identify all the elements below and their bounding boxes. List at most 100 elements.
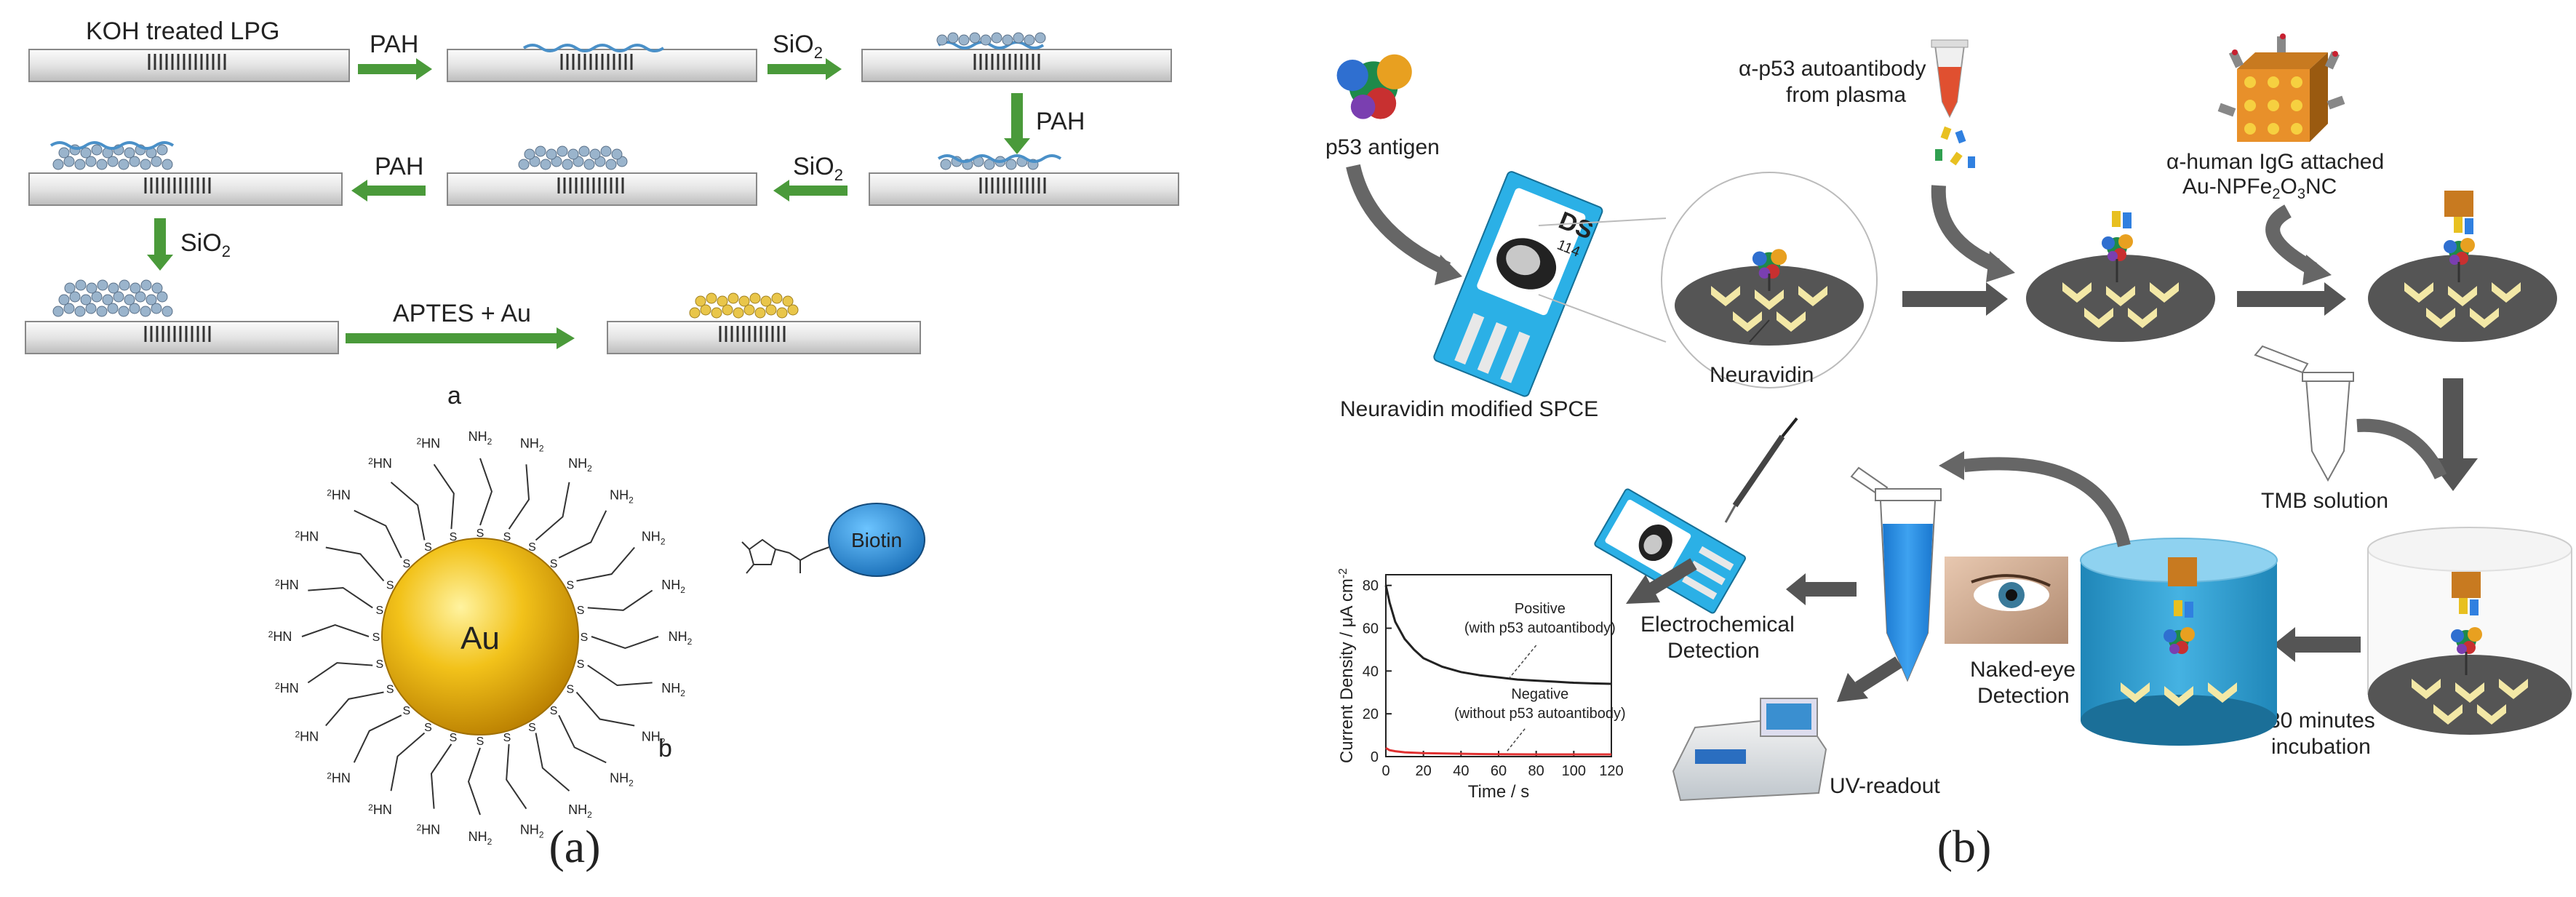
curved-arrow-autoantibody [1931,185,2000,273]
positive-label: Positive [1515,601,1566,617]
fiber-au-final [607,292,921,354]
arrow-to-disc3 [2237,282,2346,316]
amine-label: 2HN [368,456,392,471]
disc-3 [2368,191,2557,342]
fiber-row3-left [25,279,339,354]
eye-photo [1945,557,2068,644]
sulfur-label: S [376,658,384,671]
amine-label: 2HN [416,436,440,450]
sulfur-label: S [577,605,585,617]
sulfur-label: S [550,705,558,717]
series-line-negative [1385,746,1611,756]
igg-label-2: Au-NPFe2O3NC [2182,175,2337,202]
x-tick-label: 120 [1599,763,1623,779]
autoantibody-label-2: from plasma [1786,83,1906,107]
zoom-disc [1661,172,1878,388]
sulfur-label: S [503,732,511,744]
sulfur-label: S [567,684,575,696]
svg-text:APTES + Au: APTES + Au [393,300,531,327]
sulfur-label: S [476,527,485,540]
uv-spectrophotometer [1672,698,1827,802]
y-axis-label: Current Density / μA cm-2 [1337,568,1357,763]
pipette-icon [1724,417,1798,523]
svg-text:SiO2: SiO2 [773,31,823,62]
incubation-cylinder [2367,527,2572,735]
x-tick-label: 60 [1491,763,1507,779]
igg-label-1: α-human IgG attached [2166,150,2384,174]
sulfur-label: S [550,558,558,570]
tmb-tube-icon [2254,345,2354,482]
amine-label: NH2 [568,456,592,474]
amine-label: 2HN [327,488,351,503]
x-tick-label: 0 [1381,763,1389,779]
amine-label: 2HN [275,578,299,592]
naked-eye-label-1: Naked-eye [1970,658,2075,682]
arrow-tube-to-electro [1786,573,1857,605]
amine-label: NH2 [669,629,693,647]
arrow-to-disc2 [1902,282,2008,316]
panel-b: p53 antigen DS 114 Neuravidin modified S… [1325,33,2572,872]
amine-label: 2HN [268,629,292,644]
arrow-pah-down: PAH [1004,93,1085,154]
au-label: Au [460,621,500,656]
amine-label: 2HN [275,681,299,695]
sulfur-label: S [372,631,380,644]
incubation-label-1: 30 minutes [2268,709,2375,733]
x-axis-label: Time / s [1468,782,1529,802]
amine-label: 2HN [416,823,440,837]
sulfur-label: S [528,541,536,554]
x-tick-label: 80 [1528,763,1544,779]
naked-eye-label-2: Detection [1977,684,2070,708]
amine-label: NH2 [468,429,493,447]
amine-label: NH2 [520,823,544,840]
sulfur-label: S [403,705,411,717]
sulfur-label: S [528,722,536,734]
fiber-row2-middle [447,145,757,206]
arrow-pah-2: PAH [351,153,426,202]
sulfur-label: S [450,531,458,543]
amine-label: NH2 [642,530,666,547]
autoantibody-label-1: α-p53 autoantibody [1739,57,1926,81]
tmb-label: TMB solution [2261,489,2388,513]
curved-arrow-igg [2265,204,2317,276]
arrow-sio2-1: SiO2 [767,31,842,80]
arrow-sio2-2: SiO2 [773,153,848,202]
blue-tube [1850,466,1942,682]
series-line-positive [1384,585,1612,685]
sulfur-label: S [567,580,575,592]
biotin-label: Biotin [851,529,902,551]
uv-label: UV-readout [1830,774,1940,798]
fiber-row2-right [869,154,1179,206]
svg-text:SiO2: SiO2 [793,153,843,184]
fiber-lpg-bare: KOH treated LPG [28,17,350,82]
sulfur-label: S [386,684,394,696]
p53-antigen-label: p53 antigen [1325,135,1440,159]
amine-label: 2HN [368,802,392,817]
amine-label: NH2 [661,681,685,698]
caption-b: (b) [1937,821,1992,872]
arrow-pah-1: PAH [358,31,432,80]
amine-label: NH2 [661,578,685,595]
small-spce [1594,488,1746,614]
arrow-tube-to-uv [1837,656,1902,702]
x-tick-label: 20 [1416,763,1432,779]
autoantibody-tube-icon [1931,39,1975,168]
amine-label: NH2 [520,436,544,453]
electro-label-1: Electrochemical [1640,613,1795,637]
panel-a: KOH treated LPG PAH SiO2 [25,17,1179,872]
amine-label: NH2 [610,488,634,506]
electro-label-2: Detection [1667,639,1760,663]
amine-label: NH2 [468,829,493,847]
negative-sublabel: (without p53 autoantibody) [1454,706,1626,722]
negative-label: Negative [1511,687,1568,703]
sulfur-label: S [403,558,411,570]
sulfur-label: S [424,541,432,554]
sublabel-a: a [447,382,461,410]
lpg-label: KOH treated LPG [86,17,279,45]
y-tick-label: 40 [1363,663,1379,679]
amine-label: NH2 [610,770,634,788]
arrow-down-right [2428,378,2478,491]
